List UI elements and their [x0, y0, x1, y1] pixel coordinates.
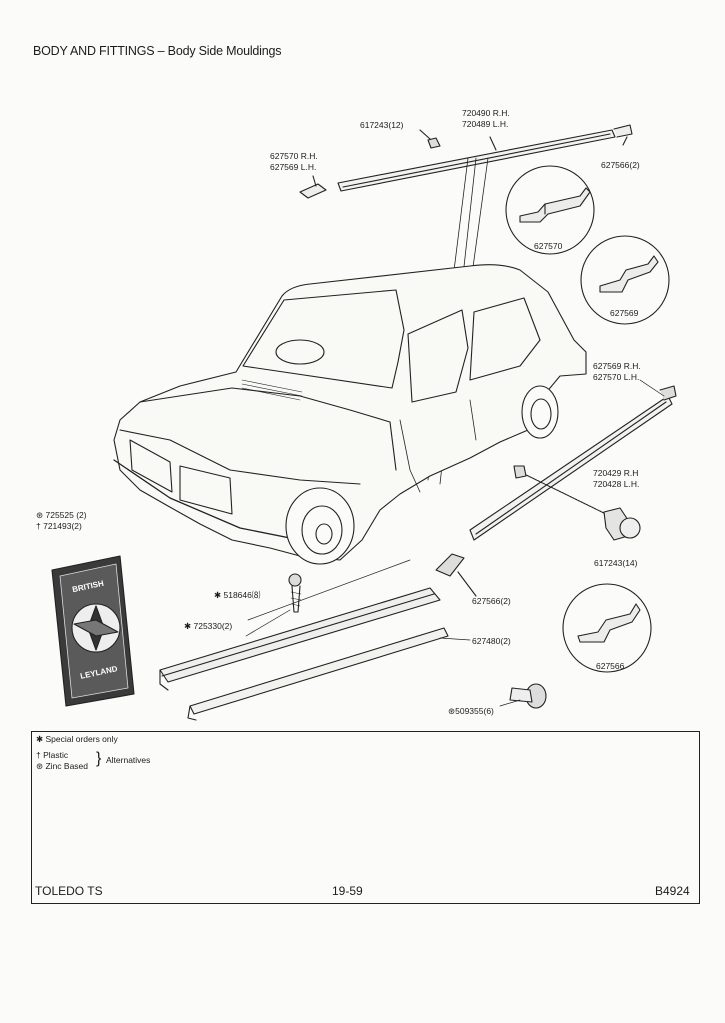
clip-617243-side [513, 465, 641, 541]
roof-moulding [299, 124, 633, 199]
note-plastic: † Plastic [36, 750, 69, 760]
side-moulding [469, 385, 677, 541]
footer-ref: B4924 [655, 884, 690, 898]
british-leyland-badge [51, 555, 135, 707]
screw-509355 [509, 683, 547, 709]
sill-moulding [159, 587, 441, 691]
page-title: BODY AND FITTINGS – Body Side Mouldings [33, 44, 282, 58]
note-alternatives: Alternatives [106, 755, 151, 765]
clip-617243-top [419, 129, 441, 149]
note-special-orders: ✱ Special orders only [36, 734, 118, 744]
car-body [113, 264, 587, 565]
label-617243-14: 617243(14) [594, 558, 638, 568]
label-627569-detail: 627569 [610, 308, 639, 318]
label-627566-detail: 627566 [596, 661, 625, 671]
label-627570-lh: 627570 L.H. [593, 372, 640, 382]
label-627566-2-top: 627566(2) [601, 160, 640, 170]
label-725525: ⊛ 725525 (2) [36, 510, 87, 520]
label-721493: † 721493(2) [36, 521, 82, 531]
note-brace: } [96, 750, 102, 767]
label-627569-lh: 627569 L.H. [270, 162, 317, 172]
screw-518646 [288, 573, 302, 613]
label-725330: ✱ 725330(2) [184, 621, 233, 631]
label-627570-rh: 627570 R.H. [270, 151, 318, 161]
label-518646: ✱ 518646⑻ [214, 590, 261, 600]
label-627566-2-low: 627566(2) [472, 596, 511, 606]
label-627569-rh: 627569 R.H. [593, 361, 641, 371]
footer-model: TOLEDO TS [35, 884, 103, 898]
label-627480: 627480(2) [472, 636, 511, 646]
label-720429: 720429 R.H [593, 468, 639, 478]
label-720489: 720489 L.H. [462, 119, 509, 129]
label-720490: 720490 R.H. [462, 108, 510, 118]
notes-box: ✱ Special orders only † Plastic ⊛ Zinc B… [31, 731, 700, 904]
note-zinc: ⊛ Zinc Based [36, 761, 89, 771]
label-509355: ⊛509355(6) [448, 706, 494, 716]
footer-page-number: 19-59 [332, 884, 363, 898]
lower-strip [187, 627, 449, 721]
label-720428: 720428 L.H. [593, 479, 640, 489]
label-627570-detail: 627570 [534, 241, 563, 251]
label-617243-12: 617243(12) [360, 120, 404, 130]
